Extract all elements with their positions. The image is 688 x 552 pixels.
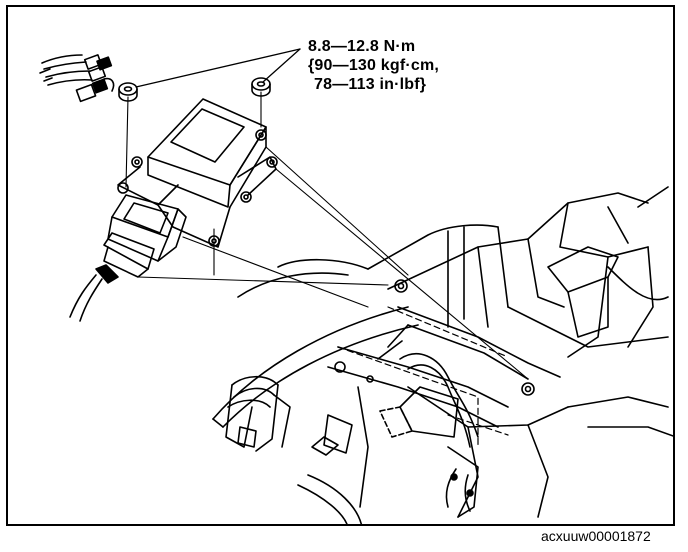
- torque-kgf: {90—130 kgf·cm,: [308, 57, 440, 74]
- torque-specification: 8.8—12.8 N·m {90—130 kgf·cm, 78—113 in·l…: [308, 37, 439, 94]
- steering-column-structure: [212, 186, 673, 518]
- control-unit: [117, 98, 278, 248]
- figure-reference-code: acxuuw00001872: [541, 528, 651, 544]
- figure-frame: 8.8—12.8 N·m {90—130 kgf·cm, 78—113 in·l…: [6, 5, 675, 526]
- torque-metric: 8.8—12.8 N·m: [308, 38, 416, 55]
- hidden-outlines: [337, 306, 509, 448]
- stud-guide-lines: [125, 91, 262, 276]
- connector-wires: [39, 54, 115, 103]
- wiring-harness: [297, 353, 479, 524]
- column-bracket: [225, 375, 291, 452]
- torque-leader-lines: [135, 48, 301, 88]
- torque-inlbf: 78—113 in·lbf}: [314, 76, 427, 93]
- sensor-connector: [69, 182, 187, 322]
- airbag-module-installation-drawing: [39, 48, 673, 524]
- position-guide-lines: [137, 146, 529, 380]
